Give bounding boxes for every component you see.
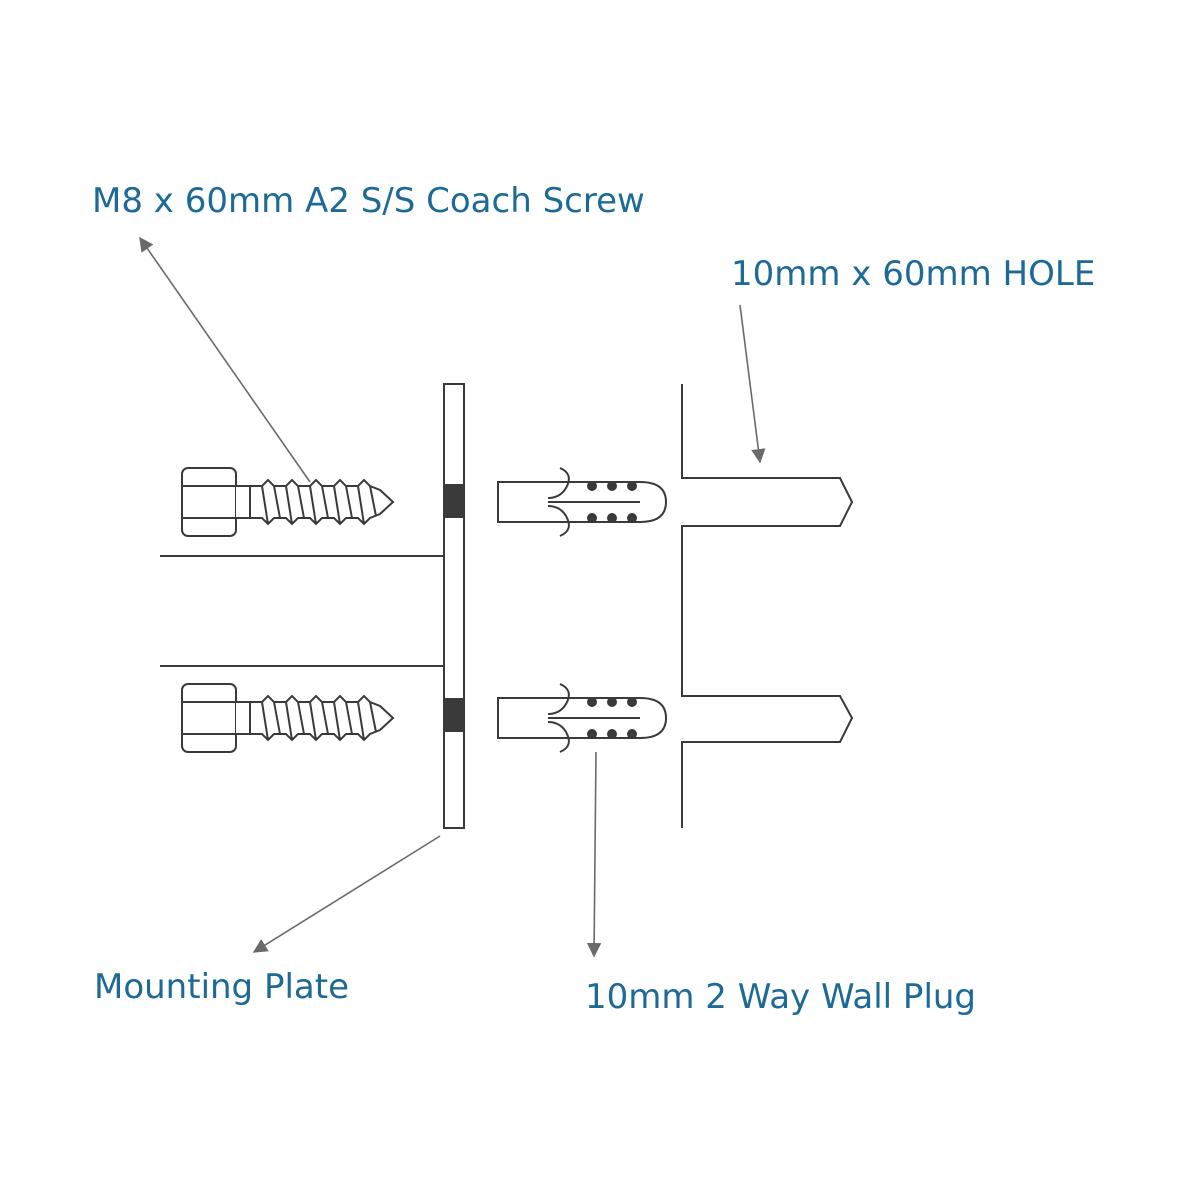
plate-spacer-bottom [445,698,463,732]
wall-section [681,384,854,828]
hole-leader-arrow [739,304,766,464]
plug-label: 10mm 2 Way Wall Plug [585,977,977,1017]
screw-leader-arrow [139,236,311,483]
plug-leader-arrow [586,751,602,958]
coach-screw-top [181,467,394,537]
wall-plug-top [497,467,667,537]
plate-label: Mounting Plate [94,967,349,1007]
wall-plug-bottom [497,683,667,753]
coach-screw-bottom [181,683,394,753]
plate-leader-arrow [252,835,441,953]
plate-spacer-top [445,484,463,518]
screw-label: M8 x 60mm A2 S/S Coach Screw [92,181,645,221]
mounting-plate [443,383,465,829]
hole-label: 10mm x 60mm HOLE [731,254,1096,294]
